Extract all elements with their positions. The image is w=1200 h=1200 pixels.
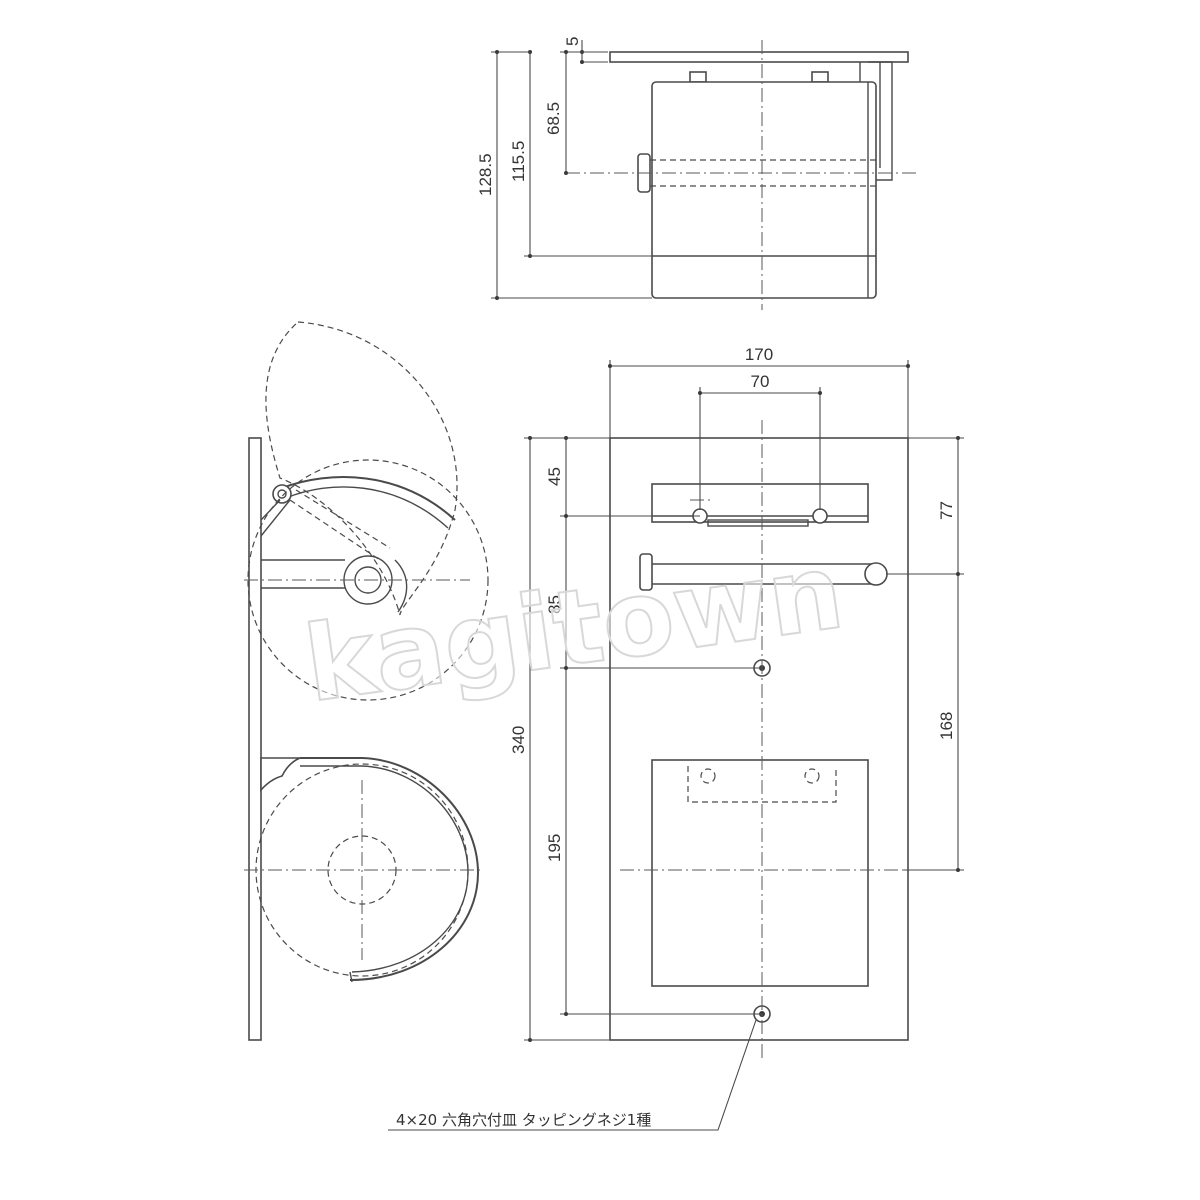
dim-5-label: 5 (563, 37, 582, 46)
dim-45-dot-b (564, 514, 568, 518)
dim-170-dot-b (906, 364, 910, 368)
dim-85-label: 85 (545, 595, 564, 614)
side-view-hinge (272, 484, 292, 504)
front-view: 170 70 340 45 85 195 77 (388, 345, 964, 1131)
side-view-roll-upper (247, 459, 489, 701)
front-view-mount-hole-right (812, 508, 828, 524)
dim-70-label: 70 (751, 372, 770, 391)
side-view-lower-cover-lip (349, 971, 353, 983)
front-view-upper-cover-tab (707, 519, 809, 527)
front-view-lower-screw-right (804, 768, 820, 784)
side-view-open-cover-outline (265, 321, 458, 616)
dim-340-label: 340 (509, 726, 528, 754)
side-view-arm-swing (289, 489, 391, 561)
dim-77-dot-a (956, 436, 960, 440)
dim-68-5-dot-b (564, 171, 568, 175)
side-view-closed-cover-outer (281, 476, 456, 521)
front-view-lower-screw-left (700, 768, 716, 784)
screw-leader-line (388, 1019, 757, 1131)
side-view-lower-cover-inner (300, 765, 469, 973)
side-view-hinge-pin (277, 489, 287, 499)
front-view-shaft-cap (639, 553, 653, 591)
front-view-shaft-end (864, 562, 888, 586)
dim-128-5-label: 128.5 (476, 153, 495, 196)
top-view-cover-body (651, 81, 877, 299)
dim-115-5-label: 115.5 (509, 141, 528, 182)
dim-77-label: 77 (937, 501, 956, 520)
dim-70-dot-b (818, 391, 822, 395)
dim-70-dot-a (698, 391, 702, 395)
side-view-lower-bracket (260, 757, 301, 793)
dim-45-dot-a (564, 436, 568, 440)
dim-68-5-dot-a (564, 50, 568, 54)
front-view-lower-bracket-outline (687, 766, 837, 803)
side-view-closed-cover-inner (285, 486, 449, 529)
dim-115-5-dot-b (528, 254, 532, 258)
side-view (244, 321, 489, 1041)
dim-340-dot-b (528, 1038, 532, 1042)
dim-45-label: 45 (545, 467, 564, 486)
dim-195-dot-b (564, 1012, 568, 1016)
top-view-lug-right (811, 71, 829, 83)
side-view-shaft-upper (354, 566, 382, 594)
dim-128-5-dot-b (495, 296, 499, 300)
dim-170-dot-a (608, 364, 612, 368)
top-view-lug-left (689, 71, 707, 83)
dim-77-dot-b (956, 572, 960, 576)
dim-195-label: 195 (545, 834, 564, 862)
dim-168-label: 168 (937, 712, 956, 740)
screw-note: 4×20 六角穴付皿 タッピングネジ1種 (396, 1111, 651, 1129)
top-view-wall-plate (609, 51, 909, 63)
side-view-lower-cover-outer (300, 757, 480, 981)
dim-340-dot-a (528, 436, 532, 440)
dim-128-5-dot-a (495, 50, 499, 54)
dim-170-label: 170 (745, 345, 773, 364)
dim-68-5-label: 68.5 (544, 102, 563, 135)
side-view-shaft-clip (394, 559, 408, 613)
top-view: 5 68.5 115.5 128.5 (476, 37, 918, 310)
dim-168-dot-b (956, 868, 960, 872)
dim-5-dot-b (580, 60, 584, 64)
top-view-bracket-arm (859, 61, 893, 181)
dim-85-dot-b (564, 666, 568, 670)
